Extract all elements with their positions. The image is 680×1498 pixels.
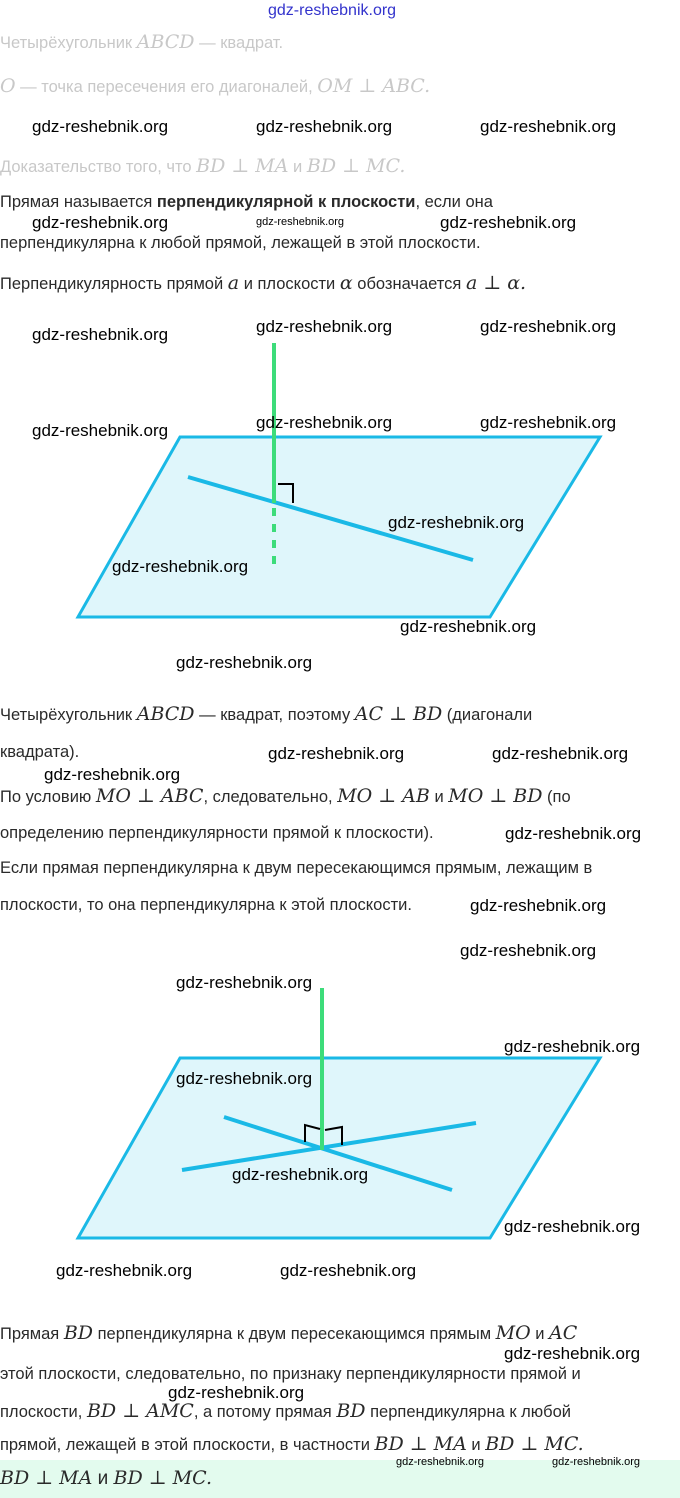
watermark: gdz-reshebnik.org <box>268 744 405 763</box>
conclusion-line-3: плоскости, BD ⊥ AMC, а потому прямая BD … <box>0 1400 572 1422</box>
watermark: gdz-reshebnik.org <box>32 325 169 344</box>
solution-line-3: По условию MO ⊥ ABC, следовательно, MO ⊥… <box>0 785 571 807</box>
conclusion-line-1: Прямая BD перпендикулярна к двум пересек… <box>0 1322 578 1344</box>
watermark: gdz-reshebnik.org <box>256 117 393 136</box>
watermark: gdz-reshebnik.org <box>168 1383 305 1402</box>
solution-line-2: квадрата). <box>0 743 80 761</box>
watermark: gdz-reshebnik.org <box>56 1261 193 1280</box>
site-link[interactable]: gdz-reshebnik.org <box>268 2 397 19</box>
watermark: gdz-reshebnik.org <box>400 617 537 636</box>
solution-line-4: определению перпендикулярности прямой к … <box>0 824 434 842</box>
watermark: gdz-reshebnik.org <box>504 1037 641 1056</box>
right-angle-mark <box>304 1123 321 1142</box>
plane <box>75 1056 603 1240</box>
answer-text: BD ⊥ MA и BD ⊥ MC. <box>0 1467 212 1489</box>
watermark: gdz-reshebnik.org <box>32 421 169 440</box>
watermark: gdz-reshebnik.org <box>44 765 181 784</box>
watermark: gdz-reshebnik.org <box>176 653 313 672</box>
watermark: gdz-reshebnik.org <box>480 317 617 336</box>
figure-perpendicular-two-lines <box>75 988 603 1240</box>
watermark: gdz-reshebnik.org <box>32 117 169 136</box>
notation-line: Перпендикулярность прямой a и плоскости … <box>0 272 527 294</box>
watermark: gdz-reshebnik.org <box>232 1165 369 1184</box>
watermark: gdz-reshebnik.org <box>388 513 525 532</box>
watermark: gdz-reshebnik.org <box>470 896 607 915</box>
watermark: gdz-reshebnik.org <box>492 744 629 763</box>
definition-line-1: Прямая называется перпендикулярной к пло… <box>0 193 493 211</box>
conclusion-line-2: этой плоскости, следовательно, по призна… <box>0 1365 581 1383</box>
theorem-line-1: Если прямая перпендикулярна к двум перес… <box>0 859 593 877</box>
watermark: gdz-reshebnik.org <box>32 213 169 232</box>
prove-line: Доказательство того, что BD ⊥ MA и BD ⊥ … <box>0 155 406 177</box>
watermark: gdz-reshebnik.org <box>396 1456 485 1468</box>
given-line-2: O — точка пересечения его диагоналей, OM… <box>0 75 431 97</box>
watermark: gdz-reshebnik.org <box>480 117 617 136</box>
watermark: gdz-reshebnik.org <box>440 213 577 232</box>
figure-line-perpendicular-plane <box>75 343 603 619</box>
watermark: gdz-reshebnik.org <box>256 216 345 228</box>
watermark: gdz-reshebnik.org <box>112 557 249 576</box>
watermark: gdz-reshebnik.org <box>256 413 393 432</box>
conclusion-line-4: прямой, лежащей в этой плоскости, в част… <box>0 1433 584 1455</box>
theorem-line-2: плоскости, то она перпендикулярна к этой… <box>0 896 412 914</box>
line-bd <box>223 1115 453 1192</box>
line-in-plane <box>187 475 474 562</box>
answer-box: BD ⊥ MA и BD ⊥ MC. <box>0 1460 680 1498</box>
solution-line-1: Четырёхугольник ABCD — квадрат, поэтому … <box>0 703 533 725</box>
watermark: gdz-reshebnik.org <box>480 413 617 432</box>
line-ac <box>181 1121 477 1172</box>
watermark: gdz-reshebnik.org <box>460 941 597 960</box>
watermark: gdz-reshebnik.org <box>552 1456 641 1468</box>
definition-line-2: перпендикулярна к любой прямой, лежащей … <box>0 234 481 252</box>
watermark: gdz-reshebnik.org <box>256 317 393 336</box>
watermark: gdz-reshebnik.org <box>504 1344 641 1363</box>
right-angle-mark <box>278 483 294 503</box>
watermark: gdz-reshebnik.org <box>280 1261 417 1280</box>
watermark: gdz-reshebnik.org <box>505 824 642 843</box>
right-angle-mark <box>324 1125 343 1145</box>
watermark: gdz-reshebnik.org <box>176 1069 313 1088</box>
watermark: gdz-reshebnik.org <box>176 973 313 992</box>
watermark: gdz-reshebnik.org <box>504 1217 641 1236</box>
given-line-1: Четырёхугольник ABCD — квадрат. <box>0 31 284 53</box>
